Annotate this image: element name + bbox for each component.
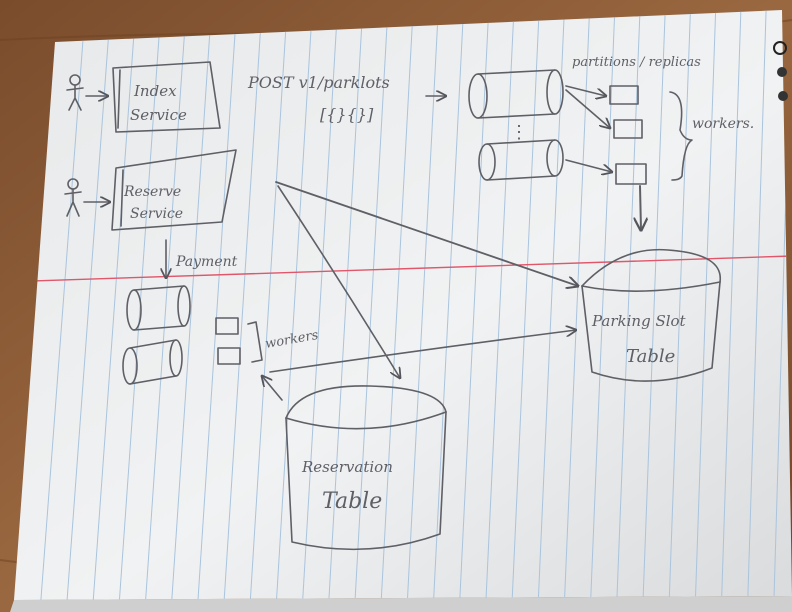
ruled-line [615,10,641,600]
ruled-line [249,10,289,600]
reserve-service-box [111,149,237,231]
ruled-line [353,10,389,600]
workers-top-label: workers. [692,116,754,132]
reserve-service-label: Reserve Service [123,184,186,222]
ruled-line [694,10,717,600]
partition-queue [468,69,564,119]
ruled-line [275,10,314,600]
worker-box [613,119,643,139]
worker-box [215,317,239,335]
partition-queue [478,139,564,181]
workers-to-parking-arrow [269,330,576,373]
queue-ellipsis: ⋮ [510,122,528,143]
ruled-line [65,10,112,600]
ruled-line [380,10,415,600]
worker-box [609,85,639,105]
reservation-table [285,385,447,551]
post-endpoint-label: POST v1/parklots [247,73,390,92]
ruled-line [458,10,490,600]
paper-stack-edge [10,596,792,612]
queue-to-worker-arrow [565,159,612,172]
ruled-line [432,10,465,600]
ruled-lines [39,10,792,600]
workers-to-parking-arrow [640,185,641,230]
ruled-line [511,10,541,600]
payload-label: [{}{}] [320,105,374,124]
ruled-line [144,10,188,600]
ruled-line [668,10,692,600]
ruled-line [563,10,591,600]
reservation-table-label: Reservation Table [301,458,398,514]
reserve-to-parking-arrow [275,181,578,286]
ruled-line [301,10,339,600]
ruled-line [642,10,667,600]
ruled-line [484,10,515,600]
ruled-line [537,10,566,600]
ruled-line [589,10,616,600]
ruled-line [39,10,87,600]
parking-slot-table [581,248,721,382]
user-icon [64,178,82,217]
partitions-label: partitions / replicas [572,55,701,70]
payment-queue [122,339,183,385]
margin-line [14,255,792,283]
workers-bracket [669,91,693,181]
worker-box [217,347,241,365]
index-service-label: Index Service [130,82,187,124]
workers-to-reservation-arrow [262,376,283,401]
ruled-line [222,10,263,600]
reserve-to-reservation-arrow [277,185,400,378]
payment-queue [126,285,191,331]
ruled-line [746,10,767,600]
ruled-line [327,10,364,600]
user-icon [66,74,84,111]
parking-slot-table-label: Parking Slot Table [591,312,690,367]
ruled-line [720,10,742,600]
queue-to-worker-arrow [565,89,610,128]
ruled-line [91,10,137,600]
index-service-box [112,61,221,133]
spiral-binding [773,41,788,101]
ruled-line [406,10,440,600]
ruled-line [196,10,238,600]
payment-label: Payment [175,254,238,270]
queue-to-worker-arrow [565,85,606,96]
workers-bracket [247,321,263,363]
worker-box [615,163,647,185]
ruled-line [170,10,213,600]
